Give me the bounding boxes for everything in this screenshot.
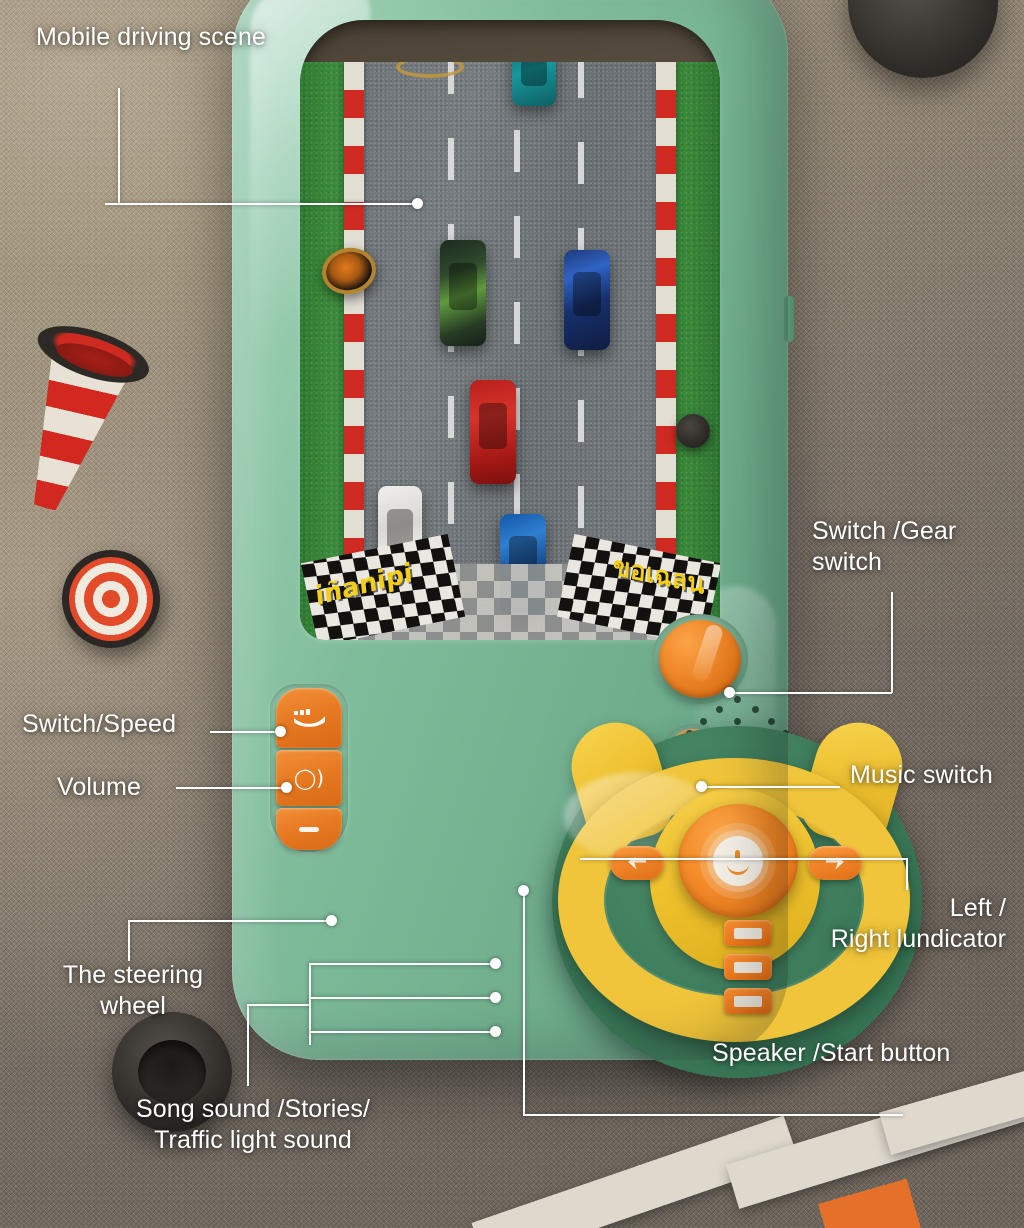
traffic-light-sound-icon [734,995,762,1007]
track-tire-decor [676,414,710,448]
bullseye-target-prop [62,550,160,648]
toy-car-teal [512,62,556,106]
stories-button[interactable] [724,954,772,980]
minus-button[interactable] [276,808,342,850]
toy-car-green [440,240,486,346]
side-nub [784,296,794,342]
volume-icon: ◯) [293,766,325,790]
speaker-start-button[interactable] [678,804,798,918]
switch-speed-button[interactable] [276,688,342,748]
speed-volume-pad: ◯) [270,684,348,852]
stories-icon [734,961,762,973]
minus-icon [299,826,319,832]
arrow-left-icon [628,856,646,870]
lane-marking-2 [514,62,520,564]
right-indicator-button[interactable] [808,846,862,880]
screen-bezel: iñanipi ขอเฉลน [300,20,720,640]
toy-car-blue [564,250,610,350]
smiley-horn-icon [713,836,763,886]
arrow-right-icon [826,856,844,870]
volume-button[interactable]: ◯) [276,750,342,806]
traffic-light-sound-button[interactable] [724,988,772,1014]
speed-icon [294,709,325,727]
gear-knob-well [652,614,748,704]
kerb-left [344,62,364,640]
gear-switch-knob[interactable] [659,620,741,698]
kerb-right [656,62,676,640]
left-indicator-button[interactable] [610,846,664,880]
driving-scene-screen[interactable]: iñanipi ขอเฉลน [300,62,720,640]
track-ring-decor [396,62,464,78]
steering-wheel[interactable] [554,712,914,1042]
song-sound-button[interactable] [724,920,772,946]
tire-bottom-left-prop [112,1012,232,1132]
toy-body: iñanipi ขอเฉลน ◯) [232,0,922,1078]
toy-car-red [470,380,516,484]
song-sound-icon [734,927,762,939]
